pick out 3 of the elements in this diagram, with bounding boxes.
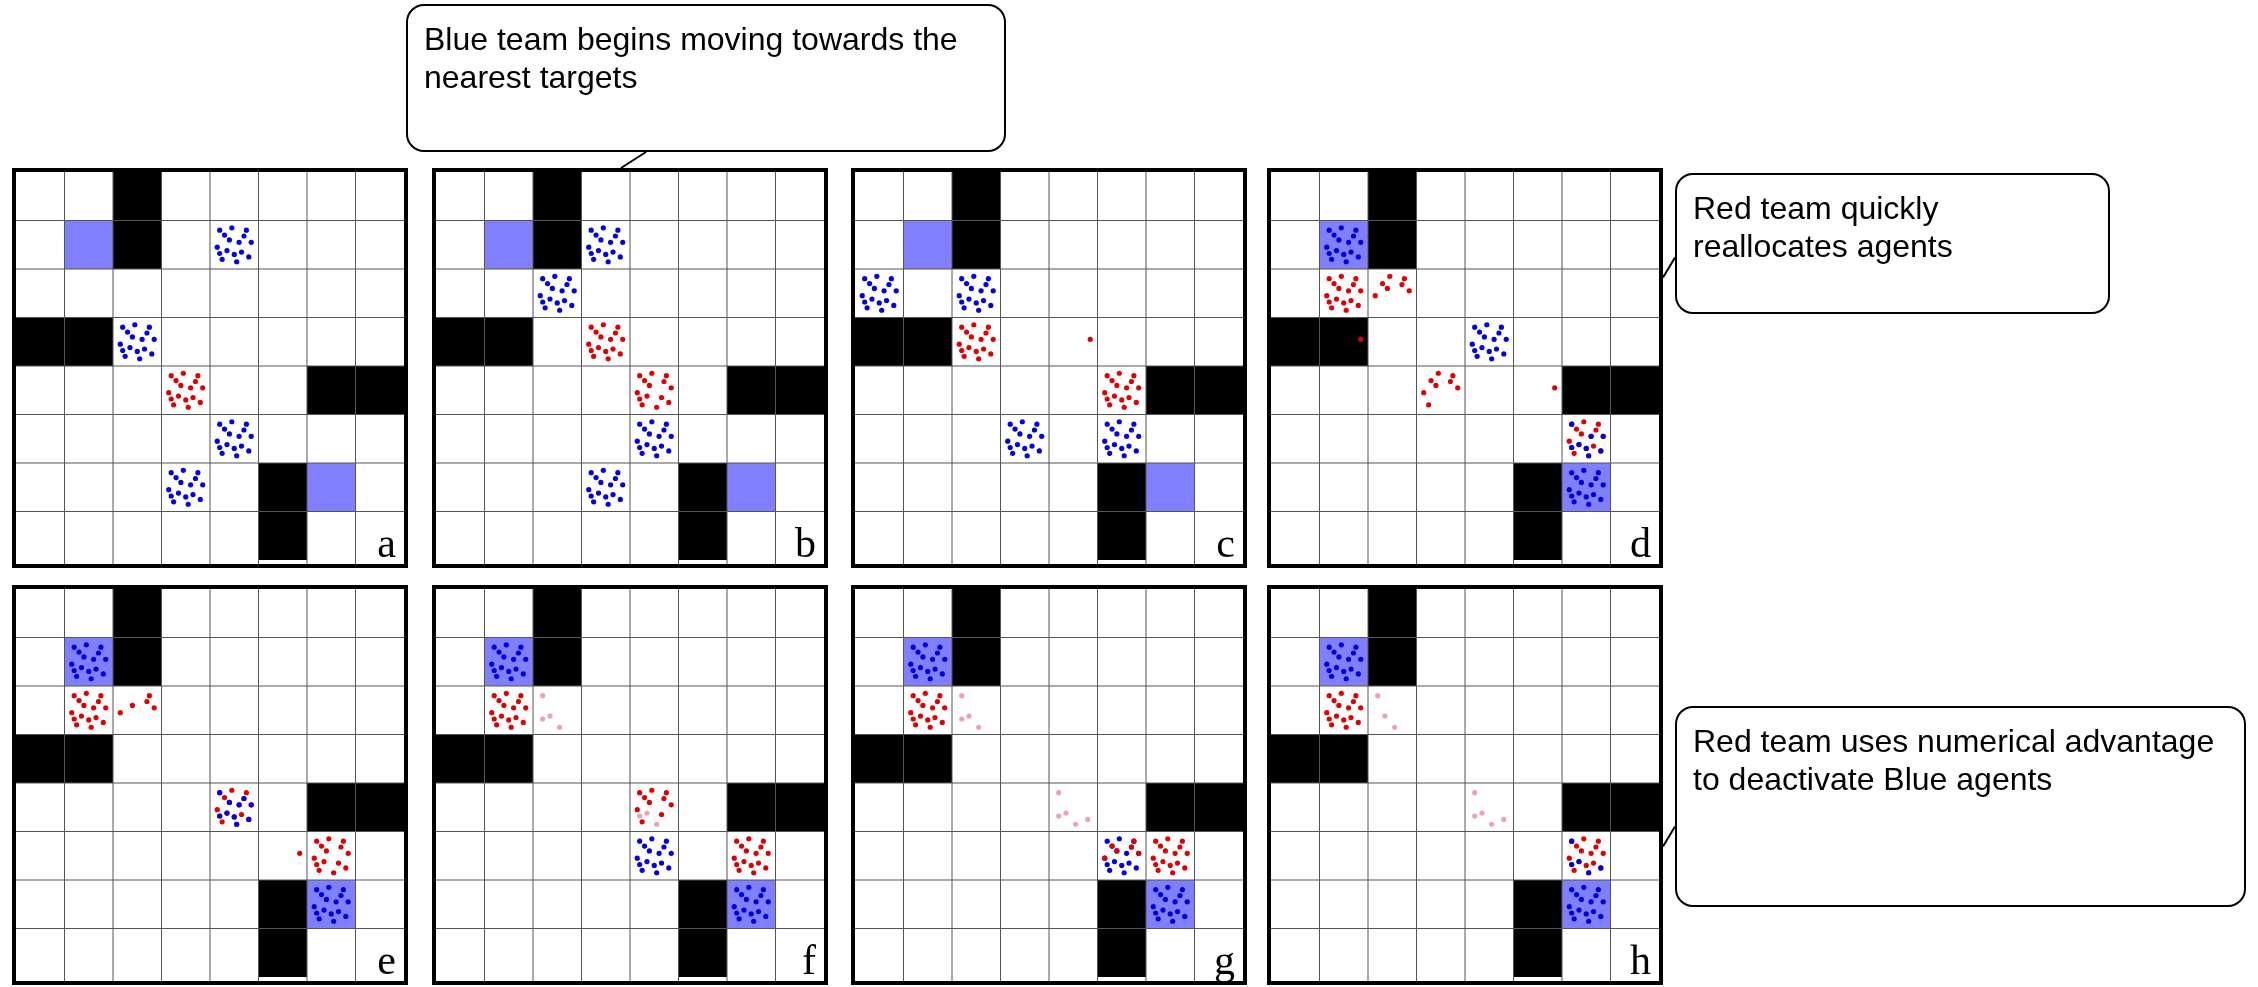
speech-bubble: Red team uses numerical advantage to deactivate Blue agents: [1675, 706, 2246, 907]
speech-bubble: Red team quickly reallocates agents: [1675, 173, 2110, 314]
speech-bubble: Blue team begins moving towards the nearest targets: [406, 4, 1006, 152]
